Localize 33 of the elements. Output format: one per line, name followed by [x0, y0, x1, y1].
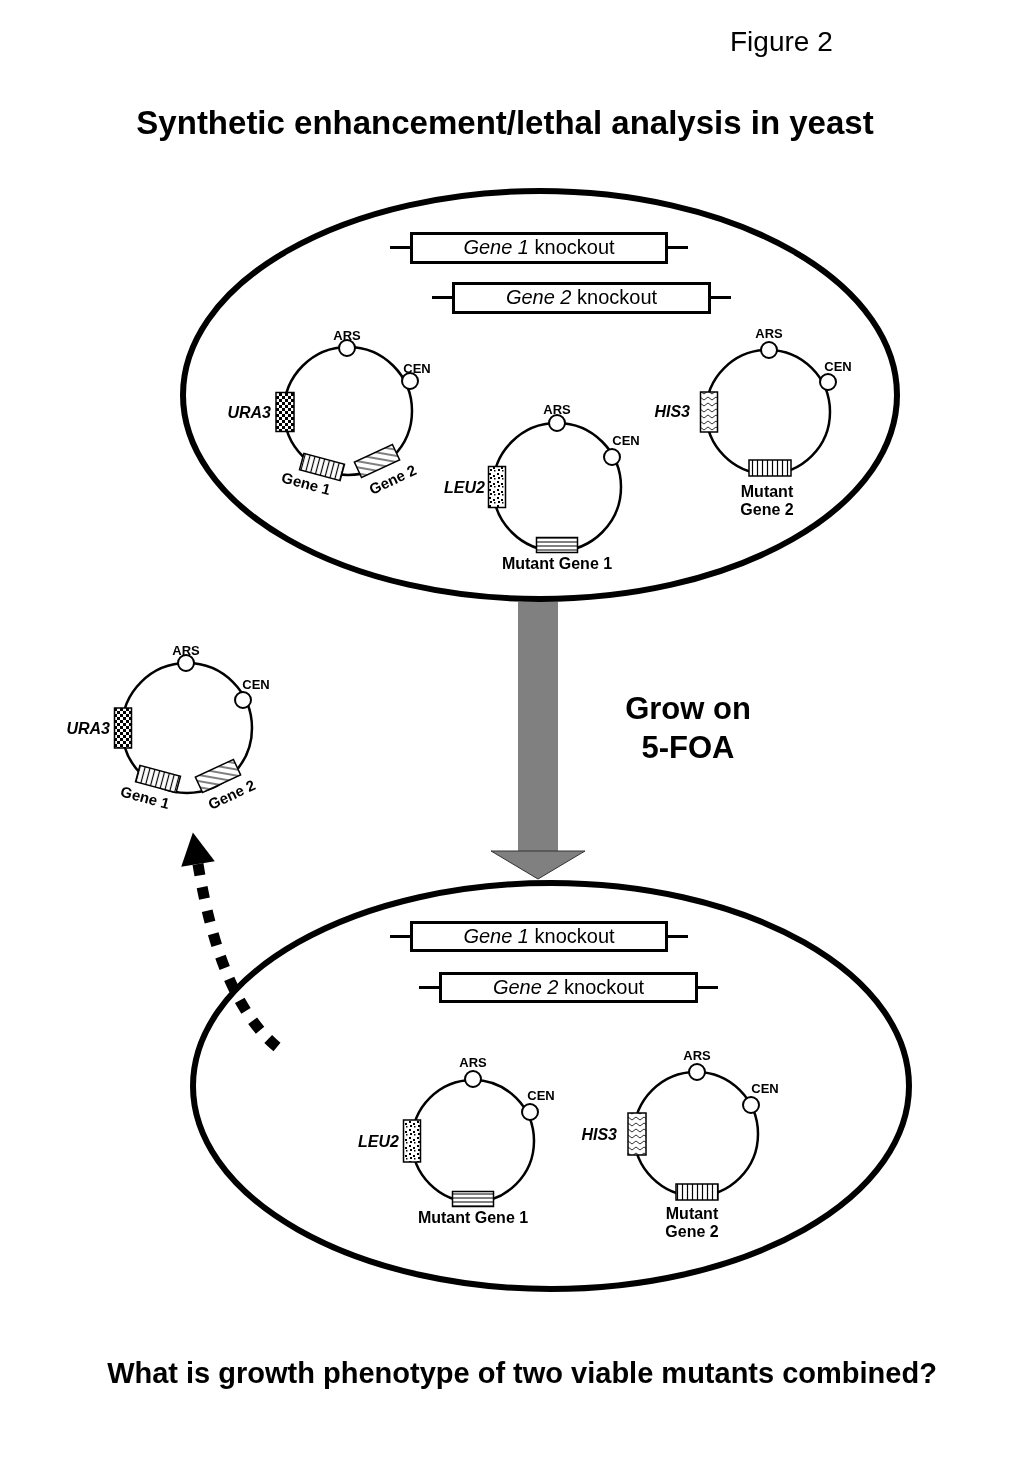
element-label: CEN	[242, 677, 270, 693]
gene-label: Gene 1	[118, 783, 172, 813]
element-label: ARS	[172, 643, 200, 659]
element-label: CEN	[527, 1088, 555, 1104]
gene-label: Gene 2	[205, 776, 259, 814]
gene-knockout-box: Gene 1 knockout	[410, 921, 668, 952]
gene-label: Mutant Gene 1	[417, 1209, 529, 1227]
figure-label: Figure 2	[730, 26, 833, 58]
element-label: CEN	[403, 361, 431, 377]
marker-gene-label: HIS3	[581, 1126, 617, 1144]
gene-label: Mutant Gene 2	[664, 1205, 720, 1241]
gene-knockout-box: Gene 2 knockout	[452, 282, 711, 314]
gene-label: Mutant Gene 1	[501, 555, 613, 573]
element-label: ARS	[755, 326, 783, 342]
gene-knockout-box: Gene 1 knockout	[410, 232, 668, 264]
marker-gene-label: LEU2	[444, 479, 485, 497]
element-label: ARS	[459, 1055, 487, 1071]
caption: What is growth phenotype of two viable mutants combined?	[106, 1357, 938, 1390]
title: Synthetic enhancement/lethal analysis in yeast	[135, 104, 875, 142]
element-label: CEN	[824, 359, 852, 375]
gene-label: Gene 1	[279, 469, 333, 499]
element-label: ARS	[683, 1048, 711, 1064]
element-label: CEN	[751, 1081, 779, 1097]
gene-knockout-box: Gene 2 knockout	[439, 972, 698, 1003]
marker-gene-label: LEU2	[358, 1133, 399, 1151]
marker-gene-label: URA3	[66, 720, 110, 738]
element-label: CEN	[612, 433, 640, 449]
gene-label: Gene 2	[366, 461, 420, 499]
element-label: ARS	[333, 328, 361, 344]
gene-label: Mutant Gene 2	[739, 483, 795, 519]
marker-gene-label: HIS3	[654, 403, 690, 421]
element-label: ARS	[543, 402, 571, 418]
marker-gene-label: URA3	[227, 404, 271, 422]
